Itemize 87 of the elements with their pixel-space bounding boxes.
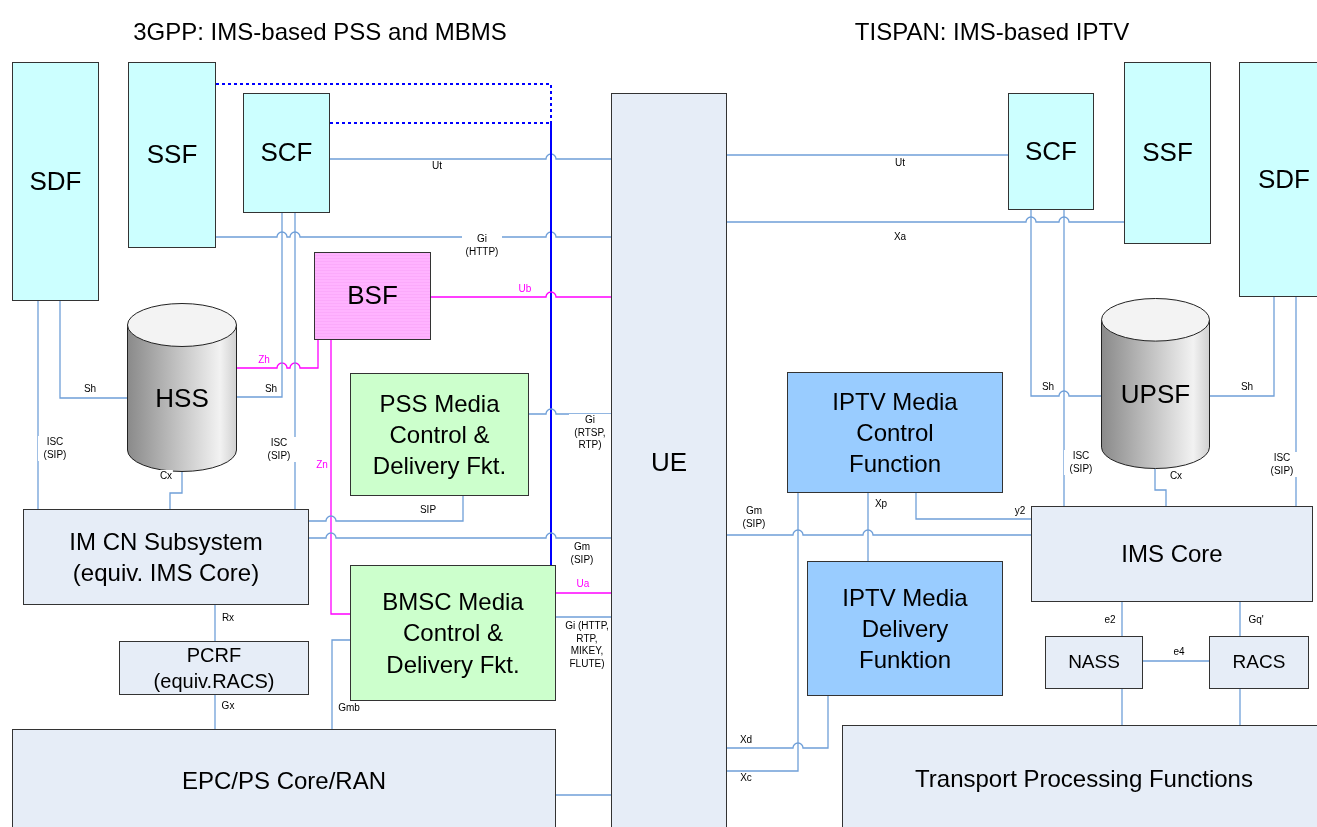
connector-line <box>555 616 612 618</box>
function-box <box>611 93 727 827</box>
connector-line <box>430 291 612 298</box>
connector-line <box>555 592 612 594</box>
function-box <box>128 62 216 248</box>
node-label: Transport Processing Functions <box>914 764 1254 795</box>
connector-line <box>1239 601 1241 637</box>
section-heading: TISPAN: IMS-based IPTV <box>854 17 1130 47</box>
database-cylinder <box>127 303 237 472</box>
connector-line <box>1154 468 1167 507</box>
connector-line <box>867 492 869 562</box>
node-label: IMS Core <box>1120 539 1224 570</box>
node-label: UPSF <box>1119 377 1192 411</box>
connector-line <box>169 471 183 510</box>
connector-line <box>1295 296 1297 507</box>
connector-line <box>726 154 1009 156</box>
node-label: SDF <box>28 164 83 198</box>
function-box <box>12 62 99 301</box>
connector-line <box>1121 688 1123 726</box>
function-box <box>12 729 556 827</box>
node-label: UE <box>649 446 689 480</box>
edge-label: Xp <box>873 498 889 511</box>
function-box <box>350 565 556 701</box>
node-label: IPTV Media Delivery Funktion <box>841 582 969 676</box>
section-heading: 3GPP: IMS-based PSS and MBMS <box>133 17 507 47</box>
node-label: EPC/PS Core/RAN <box>180 766 388 797</box>
connector-line <box>308 495 464 522</box>
function-box <box>1239 62 1317 297</box>
function-box <box>314 252 431 340</box>
function-box <box>1209 636 1309 689</box>
connector-line <box>215 231 612 238</box>
node-label: BSF <box>346 279 399 313</box>
function-box <box>842 725 1317 827</box>
connector-line <box>1063 209 1065 507</box>
connector-line <box>330 339 351 615</box>
connector-line <box>1030 209 1102 397</box>
connector-line <box>528 408 612 415</box>
node-label: SSF <box>1141 136 1194 170</box>
function-box <box>1045 636 1143 689</box>
connector-line <box>555 794 612 796</box>
edge-label: Gq' <box>1247 614 1265 627</box>
connector-line <box>37 300 39 510</box>
connector-line <box>726 529 1032 536</box>
function-box <box>119 641 309 695</box>
edge-label: y2 <box>1013 505 1027 518</box>
function-box <box>350 373 529 496</box>
function-box <box>1031 506 1313 602</box>
edge-label: Gi (HTTP) <box>462 233 502 258</box>
connector-line <box>59 300 128 399</box>
dashed-connector <box>329 122 552 566</box>
connector-line <box>1121 601 1123 637</box>
connector-line <box>915 492 1032 520</box>
connector-line <box>1209 296 1275 397</box>
node-label: HSS <box>154 381 210 415</box>
function-box <box>787 372 1003 493</box>
node-label: SSF <box>145 138 199 172</box>
function-box <box>243 93 330 213</box>
connector-line <box>329 153 612 160</box>
connector-line <box>236 339 319 369</box>
connector-line <box>726 492 799 772</box>
node-label: PSS Media Control & Delivery Fkt. <box>371 388 508 482</box>
node-label: BMSC Media Control & Delivery Fkt. <box>381 587 525 680</box>
connector-line <box>331 639 351 730</box>
connector-line <box>236 212 283 398</box>
connector-line <box>726 695 829 749</box>
function-box <box>1008 93 1094 210</box>
node-label: IPTV Media Control Function <box>831 386 959 480</box>
function-box <box>23 509 309 605</box>
connector-line <box>308 532 612 539</box>
node-label: SCF <box>1024 134 1078 168</box>
edge-label: Gi (HTTP, RTP, MIKEY, FLUTE) <box>564 620 610 670</box>
node-label: SCF <box>259 136 314 170</box>
connector-line <box>214 694 216 730</box>
connector-line <box>294 212 296 510</box>
node-label: NASS <box>1067 650 1121 675</box>
node-label: IM CN Subsystem (equiv. IMS Core) <box>68 526 264 588</box>
node-label: PCRF (equiv.RACS) <box>152 643 276 694</box>
function-box <box>1124 62 1211 244</box>
connector-line <box>1239 688 1241 726</box>
function-box <box>807 561 1003 696</box>
database-cylinder <box>1101 298 1210 469</box>
node-label: SDF <box>1257 162 1311 196</box>
connector-line <box>214 604 216 642</box>
connector-line <box>726 216 1125 223</box>
edge-label: Gi (RTSP, RTP) <box>569 414 611 452</box>
node-label: RACS <box>1231 650 1287 675</box>
connector-line <box>1142 660 1210 662</box>
